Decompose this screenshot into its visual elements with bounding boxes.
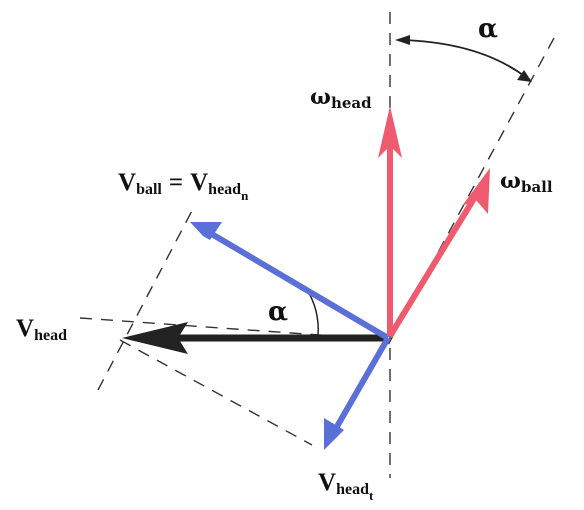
v-head-t-arrow-shaft — [332, 336, 391, 432]
v-head-t-label: Vheadt — [318, 469, 374, 503]
tangent-dashed-line — [119, 339, 313, 446]
alpha-top-arrowhead-right — [517, 70, 532, 82]
v-ball-arrowhead — [190, 222, 222, 240]
alpha-mid-label: α — [268, 297, 288, 327]
v-head-label: Vhead — [16, 315, 67, 344]
alpha-top-arrowhead-left — [395, 35, 410, 45]
alpha-top-label: α — [478, 14, 498, 44]
omega-ball-arrowhead — [462, 168, 490, 214]
v-ball-equals-v-head-n-label: Vball=Vheadn — [118, 169, 249, 203]
alpha-top-arc — [399, 39, 528, 79]
v-ball-arrow-shaft — [208, 230, 390, 341]
v-head-t-arrowhead — [324, 418, 344, 450]
omega-head-arrowhead — [378, 106, 402, 158]
lower-dashed-line — [97, 204, 196, 391]
v-head-arrowhead — [122, 322, 188, 354]
tilted-reference-line — [387, 37, 555, 346]
omega-ball-arrow-shaft — [387, 190, 481, 338]
omega-ball-label: ωball — [500, 168, 553, 196]
omega-head-label: ωhead — [310, 84, 372, 112]
